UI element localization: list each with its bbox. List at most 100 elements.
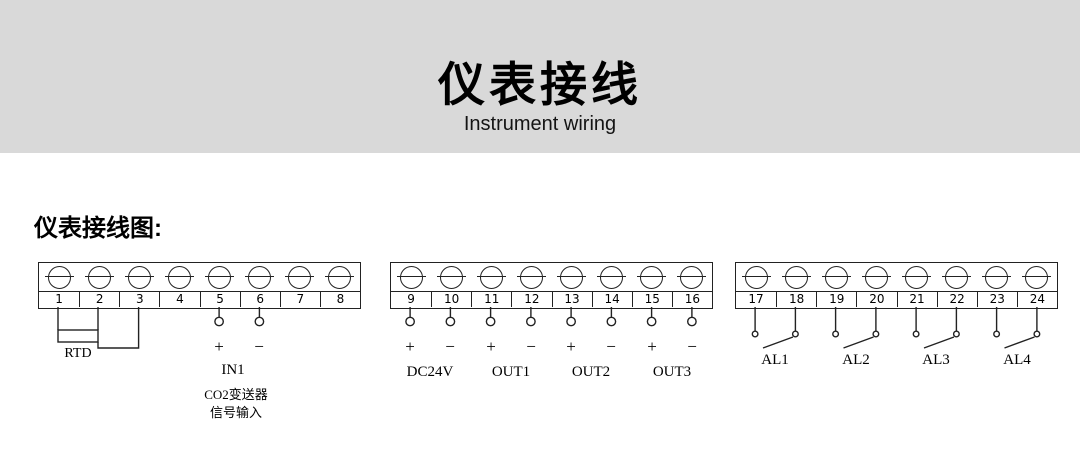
screw-box bbox=[471, 263, 511, 291]
terminal-number: 15 bbox=[631, 291, 672, 307]
terminal-16: 16 bbox=[671, 263, 712, 308]
out2-minus-sign: − bbox=[606, 337, 616, 356]
terminal-22: 22 bbox=[936, 263, 977, 308]
terminal-number: 8 bbox=[319, 291, 360, 307]
screw-terminal-icon bbox=[124, 265, 154, 289]
page-title: 仪表接线 bbox=[438, 58, 642, 111]
terminal-7: 7 bbox=[279, 263, 320, 308]
terminal-number: 14 bbox=[591, 291, 632, 307]
out3-minus-sign: − bbox=[687, 337, 697, 356]
out1-label: OUT1 bbox=[491, 364, 531, 380]
terminal-13: 13 bbox=[551, 263, 592, 308]
terminal-number: 17 bbox=[736, 291, 777, 307]
terminal-2: 2 bbox=[79, 263, 120, 308]
in1-desc-line1: CO2变送器 bbox=[204, 387, 268, 402]
screw-terminal-icon bbox=[781, 265, 811, 289]
terminal-11: 11 bbox=[471, 263, 512, 308]
screw-terminal-icon bbox=[902, 265, 932, 289]
terminal-14: 14 bbox=[591, 263, 632, 308]
screw-terminal-icon bbox=[557, 265, 587, 289]
screw-box bbox=[552, 263, 592, 291]
in1-desc-line2: 信号输入 bbox=[209, 405, 263, 420]
terminal-number: 13 bbox=[551, 291, 592, 307]
alarm-contact-al1 bbox=[751, 307, 799, 349]
terminal-number: 9 bbox=[391, 291, 432, 307]
screw-terminal-icon bbox=[476, 265, 506, 289]
terminal-number: 21 bbox=[896, 291, 937, 307]
terminal-19: 19 bbox=[816, 263, 857, 308]
screw-box bbox=[856, 263, 896, 291]
screw-box bbox=[592, 263, 632, 291]
out3-plus-sign: + bbox=[647, 337, 657, 356]
in1-wiring bbox=[214, 307, 265, 327]
screw-box bbox=[431, 263, 471, 291]
screw-box bbox=[79, 263, 119, 291]
screw-box bbox=[977, 263, 1017, 291]
terminal-number: 1 bbox=[39, 291, 80, 307]
rtd-wiring bbox=[57, 307, 140, 349]
screw-terminal-icon bbox=[245, 265, 275, 289]
screw-terminal-icon bbox=[861, 265, 891, 289]
out1-minus-sign: − bbox=[526, 337, 536, 356]
alarm-contact-al2 bbox=[832, 307, 880, 349]
screw-terminal-icon bbox=[677, 265, 707, 289]
screw-terminal-icon bbox=[942, 265, 972, 289]
terminal-number: 22 bbox=[936, 291, 977, 307]
screw-box bbox=[1017, 263, 1057, 291]
terminal-number: 10 bbox=[431, 291, 472, 307]
al4-label: AL4 bbox=[1003, 352, 1031, 368]
out2-label: OUT2 bbox=[571, 364, 611, 380]
in1-plus-sign: + bbox=[214, 337, 224, 356]
screw-box bbox=[280, 263, 320, 291]
screw-terminal-icon bbox=[44, 265, 74, 289]
terminal-23: 23 bbox=[976, 263, 1017, 308]
screw-terminal-icon bbox=[821, 265, 851, 289]
screw-terminal-icon bbox=[164, 265, 194, 289]
screw-terminal-icon bbox=[285, 265, 315, 289]
screw-box bbox=[320, 263, 360, 291]
dc24v-label: DC24V bbox=[406, 364, 454, 380]
screw-box bbox=[391, 263, 431, 291]
dc24v-minus-sign: − bbox=[445, 337, 455, 356]
dc24v-plus-sign: + bbox=[405, 337, 415, 356]
al2-label: AL2 bbox=[842, 352, 870, 368]
screw-box bbox=[816, 263, 856, 291]
rtd-label: RTD bbox=[64, 346, 92, 361]
terminal-12: 12 bbox=[511, 263, 552, 308]
terminal-number: 4 bbox=[159, 291, 200, 307]
screw-box bbox=[39, 263, 79, 291]
header-band bbox=[0, 0, 1080, 153]
terminal-number: 19 bbox=[816, 291, 857, 307]
alarm-contact-al4 bbox=[993, 307, 1041, 349]
screw-terminal-icon bbox=[1022, 265, 1052, 289]
terminal-15: 15 bbox=[631, 263, 672, 308]
terminal-number: 20 bbox=[856, 291, 897, 307]
section-title: 仪表接线图: bbox=[34, 215, 162, 242]
screw-box bbox=[672, 263, 712, 291]
screw-terminal-icon bbox=[205, 265, 235, 289]
terminal-number: 16 bbox=[671, 291, 712, 307]
terminal-number: 11 bbox=[471, 291, 512, 307]
screw-box bbox=[511, 263, 551, 291]
terminal-number: 7 bbox=[279, 291, 320, 307]
screw-terminal-icon bbox=[396, 265, 426, 289]
screw-box bbox=[736, 263, 776, 291]
screw-box bbox=[240, 263, 280, 291]
terminal-21: 21 bbox=[896, 263, 937, 308]
terminal-1: 1 bbox=[39, 263, 80, 308]
screw-box bbox=[937, 263, 977, 291]
screw-box bbox=[119, 263, 159, 291]
screw-box bbox=[897, 263, 937, 291]
out2-plus-sign: + bbox=[566, 337, 576, 356]
output-wiring bbox=[405, 307, 697, 327]
al1-label: AL1 bbox=[761, 352, 789, 368]
al3-label: AL3 bbox=[922, 352, 950, 368]
in1-label: IN1 bbox=[221, 362, 245, 378]
screw-terminal-icon bbox=[741, 265, 771, 289]
screw-terminal-icon bbox=[325, 265, 355, 289]
terminal-24: 24 bbox=[1016, 263, 1057, 308]
screw-terminal-icon bbox=[597, 265, 627, 289]
